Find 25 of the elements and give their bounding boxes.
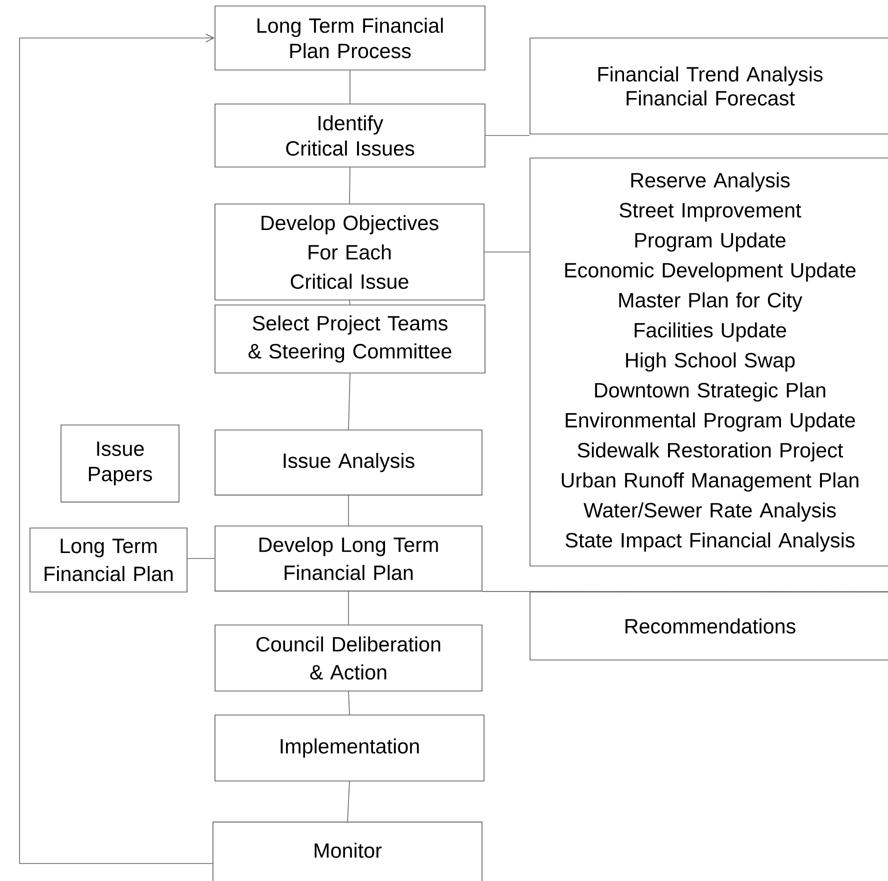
- connector-line: [349, 166, 350, 204]
- process-box: Develop Long Term Financial Plan: [214, 526, 482, 592]
- connector-line: [485, 135, 530, 136]
- connector-line: [19, 34, 215, 864]
- list-box: Financial Trend Analysis Financial Forecast: [530, 38, 888, 134]
- connector-line: [348, 373, 350, 430]
- process-box: Identify Critical Issues: [214, 104, 486, 168]
- process-box: Implementation: [214, 714, 484, 782]
- process-box: Council Deliberation & Action: [214, 624, 482, 692]
- connector-line: [187, 558, 216, 559]
- connector-line: [349, 300, 350, 305]
- connector-line: [482, 591, 888, 592]
- process-box: Issue Papers: [60, 424, 180, 502]
- list-box: Reserve Analysis Street Improvement Program Update Economic Development Update Master Plan for City Facilities Update High School Swap Downtown Strategic Plan Environmental Program Update Sidewalk Restoration Project Urban Runoff Management Plan Water/Sewer Rate Analysis State Impact Financial Analysis: [530, 158, 888, 566]
- process-box: Issue Analysis: [214, 430, 482, 496]
- process-box: Develop Objectives For Each Critical Issue: [214, 204, 484, 300]
- process-box: Monitor: [212, 822, 482, 881]
- process-box: Recommendations: [530, 592, 888, 660]
- process-box: Select Project Teams & Steering Committee: [214, 304, 486, 374]
- connector-line: [348, 591, 349, 625]
- process-box: Long Term Financial Plan: [30, 528, 188, 592]
- connector-line: [347, 781, 350, 822]
- connector-line: [348, 495, 349, 526]
- connector-line: [348, 691, 350, 715]
- process-box: Long Term Financial Plan Process: [214, 6, 486, 70]
